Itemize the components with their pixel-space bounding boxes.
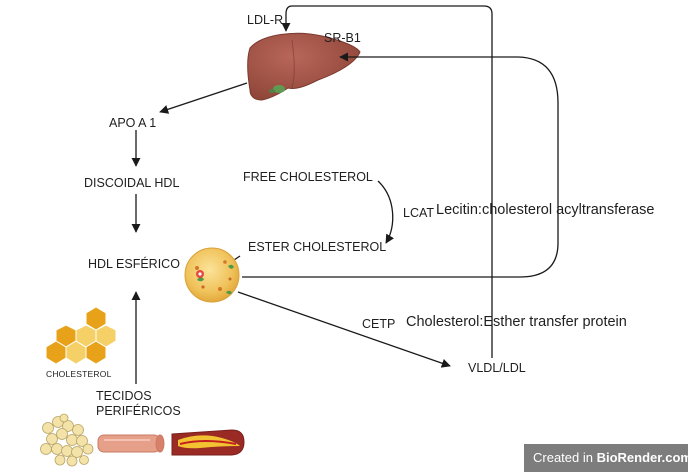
discoidal-hdl-label: DISCOIDAL HDL xyxy=(84,176,180,190)
atherosclerotic-vessel-icon xyxy=(171,429,245,456)
arrow-vldl-to-ldlr xyxy=(281,5,493,358)
ester-cholesterol-label: ESTER CHOLESTEROL xyxy=(248,240,387,254)
cetp-full-name: Cholesterol:Esther transfer protein xyxy=(406,314,627,330)
vldl-ldl-label: VLDL/LDL xyxy=(468,361,526,375)
peripheral-tissues-label-line2: PERIFÉRICOS xyxy=(96,404,181,418)
adipose-tissue-icon xyxy=(40,413,94,467)
hdl-particle-icon xyxy=(184,247,240,303)
biorender-watermark: Created in BioRender.com xyxy=(524,444,688,472)
apo-a1-label: APO A 1 xyxy=(109,116,157,130)
ldl-receptor-label: LDL-R xyxy=(247,13,284,27)
free-cholesterol-label: FREE CHOLESTEROL xyxy=(243,170,373,184)
sr-b1-label: SR-B1 xyxy=(324,31,361,45)
lcat-full-name: Lecitin:cholesterol acyltransferase xyxy=(436,202,655,218)
blood-vessel-icon xyxy=(97,434,165,453)
liver-icon xyxy=(247,32,361,101)
hdl-esferico-label: HDL ESFÉRICO xyxy=(88,257,180,271)
watermark-brand: BioRender.com xyxy=(596,450,688,465)
arrow-hdl-to-vldl xyxy=(237,291,451,368)
watermark-prefix: Created in xyxy=(533,450,597,465)
arrow-free-to-ester xyxy=(377,180,395,244)
arrow-liver-to-apoa1 xyxy=(159,82,248,114)
cetp-label: CETP xyxy=(362,317,396,331)
peripheral-tissues-label-line1: TECIDOS xyxy=(96,389,152,403)
arrow-hdl-to-srb1 xyxy=(242,52,559,278)
lcat-label: LCAT xyxy=(403,206,435,220)
cholesterol-hexagon-icon xyxy=(45,306,117,365)
cholesterol-icon-label: CHOLESTEROL xyxy=(46,369,112,379)
